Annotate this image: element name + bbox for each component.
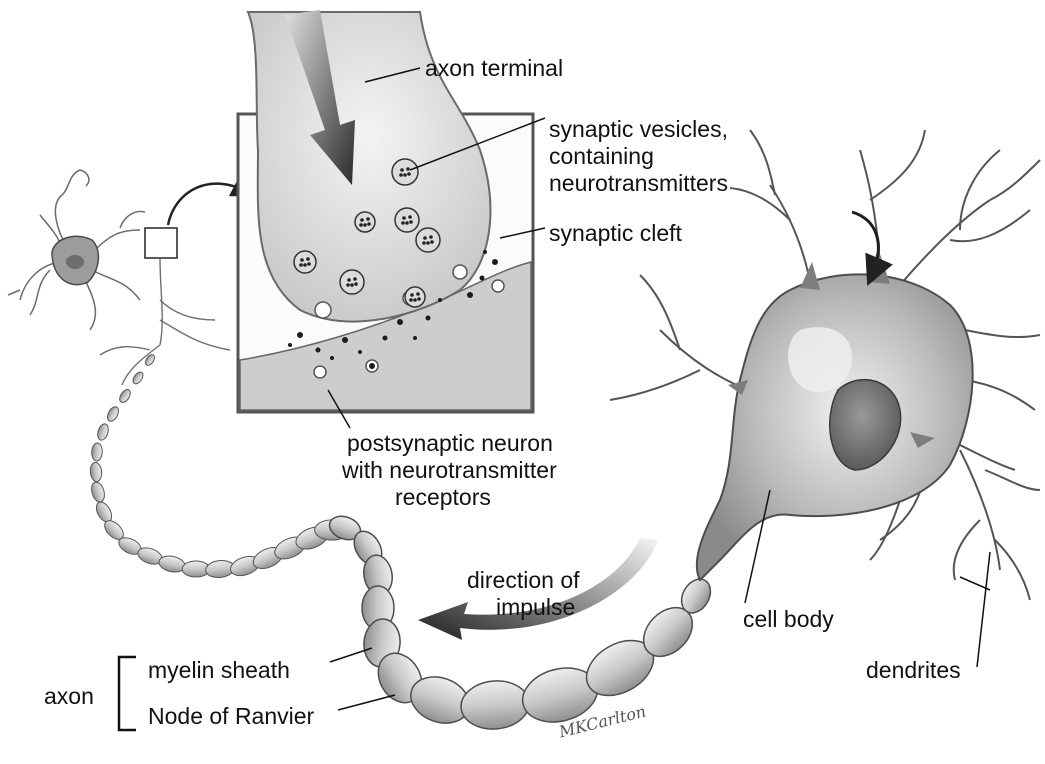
node-of-ranvier-label: Node of Ranvier — [148, 703, 314, 730]
axon-label: axon — [44, 683, 94, 710]
vesicle — [340, 270, 364, 294]
myelin-segment — [91, 443, 102, 462]
myelin-segment — [144, 353, 156, 367]
myelin-segment — [89, 462, 102, 482]
axon-branch — [100, 258, 230, 385]
zoom-arrow — [168, 184, 248, 225]
postsynaptic-label-line2: with neurotransmitter — [342, 457, 557, 484]
vesicle — [392, 159, 418, 185]
myelin-sheath-label: myelin sheath — [148, 657, 290, 684]
axon-terminal-label: axon terminal — [425, 55, 563, 82]
terminal-marker-box — [145, 228, 177, 258]
postsynaptic-label-line1: postsynaptic neuron — [347, 430, 553, 457]
vesicle — [355, 212, 375, 232]
myelin-segment — [459, 678, 531, 732]
myelin-segment — [131, 370, 145, 385]
vesicle — [405, 287, 425, 307]
synaptic-cleft-label: synaptic cleft — [549, 220, 682, 247]
synaptic-vesicles-label-line1: synaptic vesicles, — [549, 116, 728, 143]
vesicle — [294, 251, 316, 273]
direction-label-line2: impulse — [496, 594, 575, 621]
direction-label-line1: direction of — [467, 567, 580, 594]
large-neuron — [610, 130, 1040, 600]
vesicle — [395, 208, 419, 232]
dendrites-label: dendrites — [866, 657, 961, 684]
axon-bracket — [119, 657, 136, 730]
vesicle — [416, 228, 440, 252]
synaptic-vesicles-label-line3: neurotransmitters — [549, 170, 728, 197]
myelin-segment — [96, 423, 110, 442]
myelin-segment — [118, 388, 133, 405]
myelin-segment — [105, 405, 121, 423]
cell-body-label: cell body — [743, 606, 834, 633]
postsynaptic-label-line3: receptors — [395, 484, 491, 511]
myelin-segment — [89, 481, 106, 504]
synaptic-vesicles-label-line2: containing — [549, 143, 654, 170]
